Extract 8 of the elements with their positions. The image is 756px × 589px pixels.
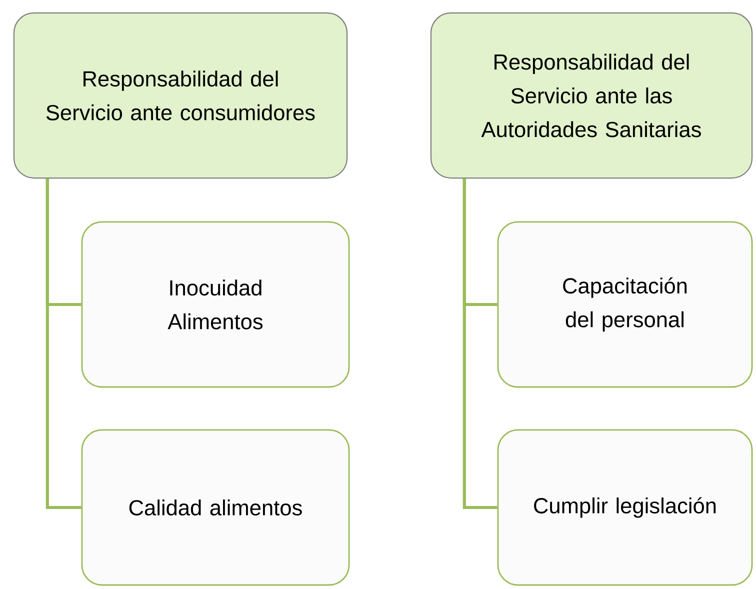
item-box: Capacitación del personal [497, 221, 753, 388]
connector-line [46, 178, 82, 510]
item-box: Calidad alimentos [81, 429, 350, 586]
heading-box: Responsabilidad del Servicio ante consumidores [13, 12, 348, 179]
connector-line [462, 178, 498, 510]
heading-box: Responsabilidad del Servicio ante las Autoridades Sanitarias [430, 12, 753, 179]
item-box: Cumplir legislación [497, 429, 753, 586]
item-box: Inocuidad Alimentos [81, 221, 350, 388]
